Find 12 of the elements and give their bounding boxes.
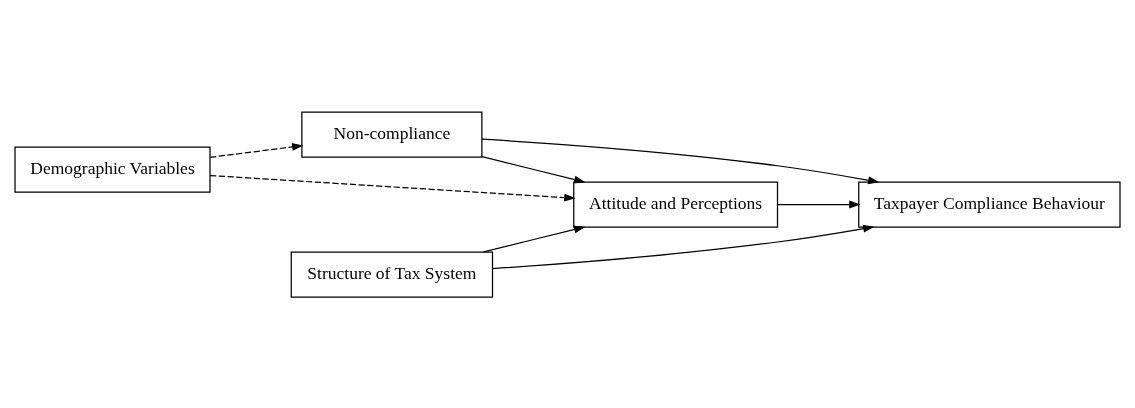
- arrow: [491, 224, 875, 269]
- node-box: Demographic Variables: [14, 145, 211, 193]
- arrow: [777, 200, 861, 208]
- arrow: [481, 138, 880, 184]
- arrow: [209, 142, 304, 158]
- node-box: Structure of Tax System: [290, 250, 494, 298]
- node-box: Non-compliance: [301, 110, 483, 158]
- node-box: Attitude and Perceptions: [573, 180, 779, 228]
- node-box: Taxpayer Compliance Behaviour: [858, 180, 1121, 228]
- arrow: [209, 174, 576, 202]
- arrow: [481, 155, 586, 183]
- arrow: [483, 225, 586, 253]
